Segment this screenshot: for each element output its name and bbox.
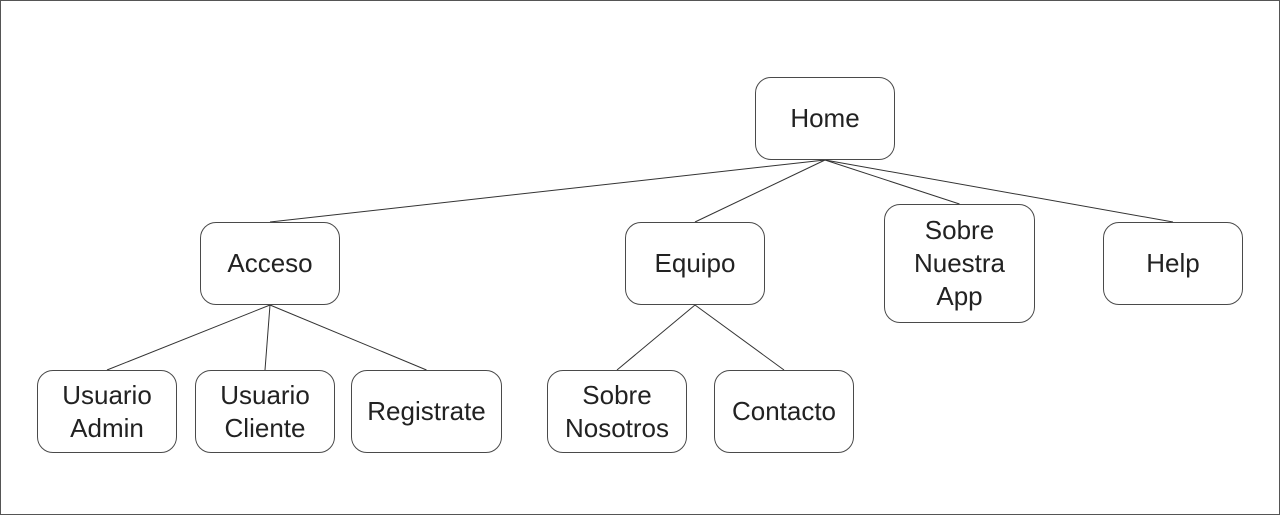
edge-equipo-sobre_nosotros bbox=[616, 304, 696, 371]
node-sobre-nuestra-app: Sobre Nuestra App bbox=[884, 204, 1035, 323]
edge-acceso-usuario_admin bbox=[106, 304, 271, 371]
edge-acceso-registrate bbox=[269, 304, 427, 371]
node-registrate: Registrate bbox=[351, 370, 502, 453]
node-contacto: Contacto bbox=[714, 370, 854, 453]
node-sobre-nosotros: Sobre Nosotros bbox=[547, 370, 687, 453]
edge-home-equipo bbox=[694, 159, 826, 223]
edge-home-acceso bbox=[269, 159, 826, 223]
node-acceso: Acceso bbox=[200, 222, 340, 305]
edge-home-sobre_app bbox=[824, 159, 960, 205]
node-home: Home bbox=[755, 77, 895, 160]
edge-home-help bbox=[824, 159, 1174, 223]
edge-acceso-usuario_cliente bbox=[264, 304, 271, 371]
node-usuario-cliente: Usuario Cliente bbox=[195, 370, 335, 453]
edge-equipo-contacto bbox=[694, 304, 785, 371]
node-usuario-admin: Usuario Admin bbox=[37, 370, 177, 453]
node-help: Help bbox=[1103, 222, 1243, 305]
node-equipo: Equipo bbox=[625, 222, 765, 305]
